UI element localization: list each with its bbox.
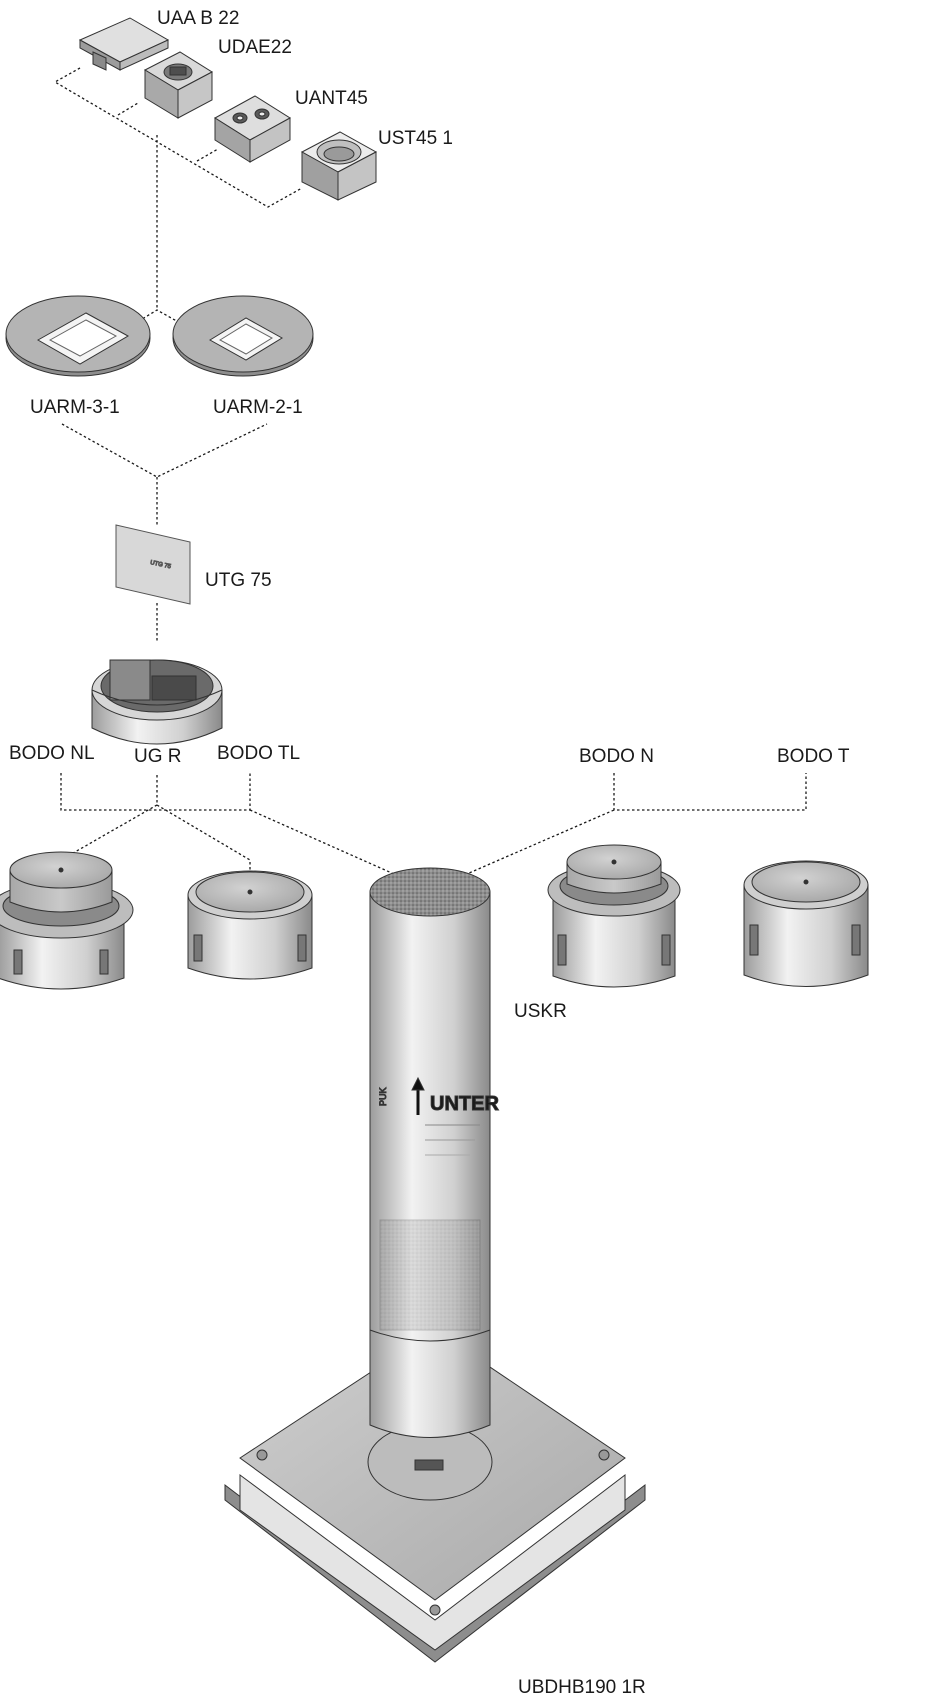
uskr-print-brand: PUK <box>378 1087 388 1106</box>
label-uant45: UANT45 <box>295 88 368 109</box>
label-uarm-2-1: UARM-2-1 <box>213 397 303 418</box>
connector-frames-join <box>61 423 268 478</box>
connector-frames-cross <box>82 309 238 356</box>
bodo-n-unit <box>547 844 681 988</box>
utg-75-plate: UTG 75 <box>115 524 191 605</box>
label-bodo-nl: BODO NL <box>9 743 95 764</box>
uarm-3-1-frame <box>5 295 151 377</box>
label-uskr: USKR <box>514 1001 567 1022</box>
label-bodo-tl: BODO TL <box>217 743 301 764</box>
label-bodo-t: BODO T <box>777 746 850 767</box>
label-ust45-1: UST45 1 <box>378 128 453 149</box>
uaa-b-22-module <box>78 17 170 71</box>
bodo-nl-unit <box>0 851 134 990</box>
label-udae22: UDAE22 <box>218 37 292 58</box>
label-ubdhb190-1r: UBDHB190 1R <box>518 1677 646 1698</box>
connector-modules-main <box>53 67 303 208</box>
udae22-module <box>143 51 214 119</box>
label-ug-r: UG R <box>134 746 182 767</box>
connector-uant45 <box>196 148 219 162</box>
uarm-2-1-frame <box>172 295 314 377</box>
bodo-tl-unit <box>187 870 313 980</box>
utg-plate-print: UTG 75 <box>150 560 172 570</box>
connector-bus-left <box>60 773 251 811</box>
connector-udae22 <box>117 102 139 116</box>
connector-lines <box>53 67 807 910</box>
uskr-print-title: UNTER <box>430 1093 499 1115</box>
label-uarm-3-1: UARM-3-1 <box>30 397 120 418</box>
bodo-t-unit <box>743 860 869 987</box>
label-bodo-n: BODO N <box>579 746 654 767</box>
label-utg-75: UTG 75 <box>205 570 272 591</box>
label-uaa-b-22: UAA B 22 <box>157 8 240 29</box>
uant45-module <box>214 95 291 163</box>
connector-bus-right <box>613 773 807 811</box>
ug-r-box <box>91 659 223 745</box>
ust45-1-module <box>300 131 378 201</box>
uskr-cylinder: UNTER PUK <box>369 867 500 1438</box>
